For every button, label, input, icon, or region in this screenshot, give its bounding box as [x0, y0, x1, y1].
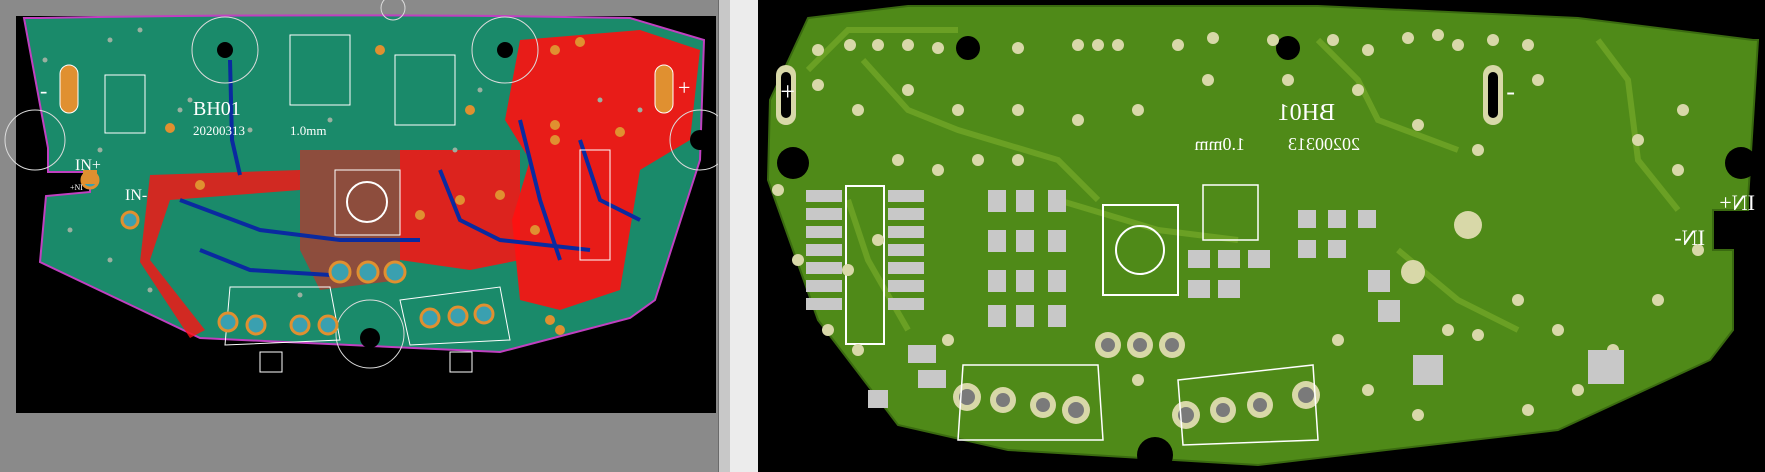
terminal-block-right — [399, 286, 511, 346]
render-input-pos-label: IN+ — [1719, 190, 1755, 215]
render-board-outline — [766, 5, 1760, 467]
render-input-neg-label: IN- — [1674, 225, 1705, 250]
top-copper-region-center — [400, 150, 520, 270]
pcb-render-view[interactable]: BH01 20200313 1.0mm IN+ IN- - + — [758, 0, 1765, 472]
pcb-layout-view[interactable]: BH01 20200313 1.0mm IN+ IN- +NI - + — [0, 0, 718, 472]
top-copper-trace-left — [140, 170, 300, 338]
render-plus-sign: + — [780, 77, 795, 106]
mounting-hole-bottom — [335, 299, 405, 369]
component-outline-cap — [104, 74, 146, 134]
layout-canvas[interactable]: BH01 20200313 1.0mm IN+ IN- +NI - + — [0, 0, 718, 472]
render-canvas[interactable]: BH01 20200313 1.0mm IN+ IN- - + — [758, 0, 1765, 472]
layout-thickness-label: 1.0mm — [290, 123, 326, 138]
render-minus-sign: - — [1506, 77, 1515, 106]
component-outline-ic — [579, 149, 611, 261]
mounting-hole-top-left — [191, 16, 259, 84]
mounting-hole-right — [669, 109, 718, 171]
render-board-label: BH01 — [1278, 100, 1335, 126]
component-outline-rect2 — [394, 54, 456, 126]
layout-minus-sign: - — [40, 78, 47, 103]
bottom-copper-traces — [179, 59, 641, 277]
layout-date-label: 20200313 — [193, 123, 245, 138]
input-pad-square — [83, 170, 97, 184]
mounting-hole-top-right — [471, 16, 539, 84]
layout-input-pos-mirror-label: +NI — [70, 183, 83, 192]
connector-slot-right — [654, 64, 674, 114]
fiducial-top — [380, 0, 406, 21]
panel-divider — [730, 0, 758, 472]
component-outline-pot — [334, 169, 401, 236]
render-thickness-label: 1.0mm — [1194, 134, 1245, 154]
render-date-label: 20200313 — [1288, 134, 1360, 154]
render-smd-pads-center — [868, 190, 1443, 408]
connector-slot-left — [59, 64, 79, 114]
layout-input-pos-label: IN+ — [75, 157, 101, 174]
layout-input-neg-label: IN- — [125, 187, 147, 204]
render-smd-pads-left — [806, 190, 924, 310]
layout-board-label: BH01 — [193, 98, 241, 120]
mounting-hole-left — [4, 109, 66, 171]
component-outline-rect1 — [289, 34, 351, 106]
top-copper-region-mid — [300, 150, 400, 290]
vertical-scrollbar[interactable] — [718, 0, 731, 472]
layout-plus-sign: + — [678, 75, 690, 100]
